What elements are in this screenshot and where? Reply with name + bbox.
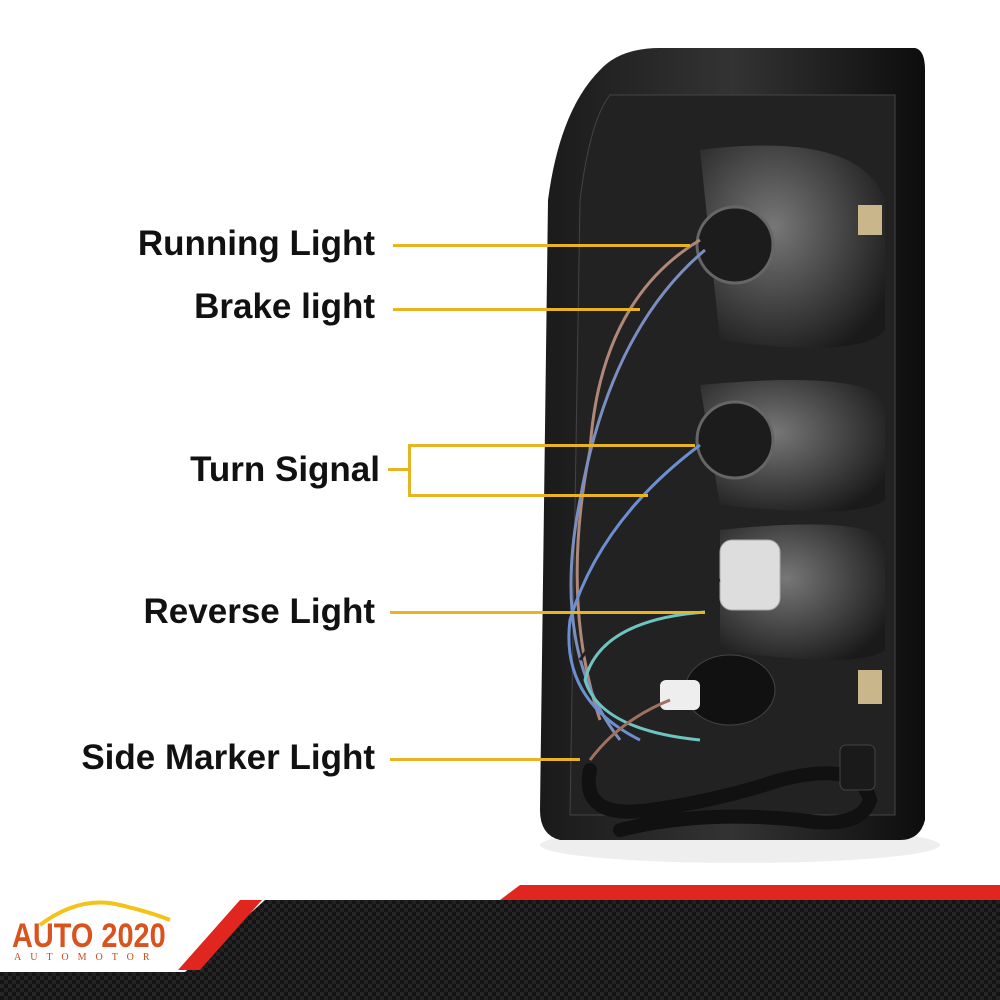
logo-text: AUTO 2020 — [12, 917, 166, 955]
callout-bracket-turn-signal — [408, 444, 411, 497]
label-running-light: Running Light — [137, 224, 375, 263]
callout-line-turn-signal-bottom — [408, 494, 648, 497]
label-side-marker-light: Side Marker Light — [81, 738, 375, 777]
bulb-socket — [695, 205, 775, 285]
label-reverse-light: Reverse Light — [143, 592, 375, 631]
callout-line-turn-signal — [388, 468, 410, 471]
callout-line-turn-signal-top — [408, 444, 695, 447]
logo-subtext: AUTOMOTOR — [14, 952, 159, 963]
callout-line-brake-light — [393, 308, 640, 311]
running-brake-lens — [700, 145, 885, 348]
label-turn-signal: Turn Signal — [190, 450, 380, 489]
callout-line-reverse-light — [390, 611, 705, 614]
logo-car-swoosh — [38, 900, 171, 927]
label-brake-light: Brake light — [194, 287, 375, 326]
footer-banner — [0, 885, 1000, 1000]
bulb-socket — [695, 400, 775, 480]
callout-line-side-marker-light — [390, 758, 580, 761]
bulb-socket — [719, 539, 781, 611]
callout-line-running-light — [393, 244, 690, 247]
